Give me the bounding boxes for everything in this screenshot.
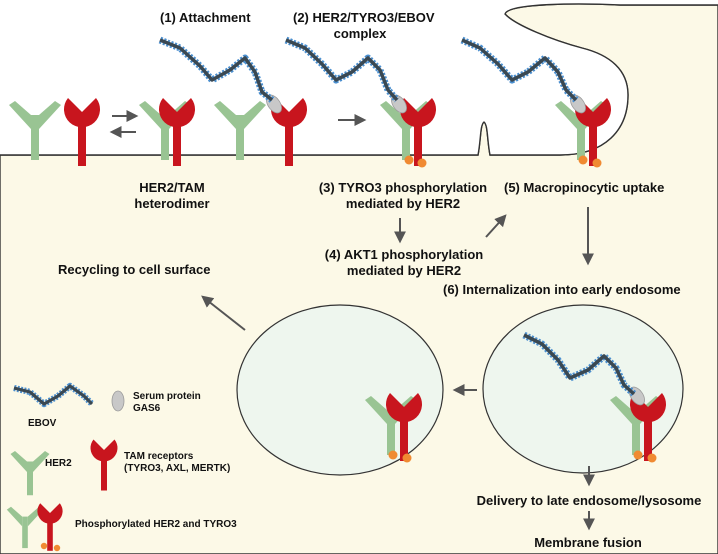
ebov-filament [13, 382, 95, 408]
legend-her2-label: HER2 [45, 458, 72, 469]
legend-gas6-line2: GAS6 [133, 403, 161, 414]
ebov-filaments [158, 36, 637, 397]
legend-gas6-label: Serum protein GAS6 [133, 391, 201, 415]
ebov-filament [284, 36, 400, 103]
membrane-fusion-label: Membrane fusion [534, 535, 642, 550]
legend-ebov-label: EBOV [28, 418, 57, 429]
step-akt1-phosphorylation: (4) AKT1 phosphorylation mediated by HER… [318, 247, 490, 279]
step-attachment: (1) Attachment [160, 10, 251, 25]
legend-phospho-label: Phosphorylated HER2 and TYRO3 [75, 519, 237, 530]
legend-ebov-icon [13, 382, 95, 408]
flow-arrows [109, 110, 595, 531]
legend-tam-line1: TAM receptors [124, 451, 194, 462]
legend-gas6-line1: Serum protein [133, 391, 201, 402]
step-macropinocytic-uptake: (5) Macropinocytic uptake [504, 180, 665, 195]
heterodimer-line1: HER2/TAM [139, 180, 205, 195]
step-tyro3-phosphorylation: (3) TYRO3 phosphorylation mediated by HE… [313, 180, 493, 212]
step-tyro3-line2: mediated by HER2 [345, 196, 461, 211]
recycling-label: Recycling to cell surface [58, 262, 211, 277]
endosome-right [482, 304, 684, 474]
late-endosome-label: Delivery to late endosome/lysosome [476, 493, 702, 508]
step-tyro3-line1: (3) TYRO3 phosphorylation [318, 180, 488, 195]
legend-tam-line2: (TYRO3, AXL, MERTK) [124, 463, 231, 474]
heterodimer-label: HER2/TAM heterodimer [125, 180, 219, 212]
step-complex-line1: (2) HER2/TYRO3/EBOV [293, 10, 435, 25]
endosome-left [236, 304, 444, 476]
ebov-filament [460, 36, 579, 103]
step-complex: (2) HER2/TYRO3/EBOV complex [293, 10, 435, 42]
heterodimer-line2: heterodimer [134, 196, 210, 211]
step-complex-line2: complex [333, 26, 387, 41]
ebov-filament [158, 36, 275, 103]
legend-gas6-icon [111, 390, 125, 412]
legend-tam-label: TAM receptors (TYRO3, AXL, MERTK) [124, 451, 230, 475]
step-akt1-line1: (4) AKT1 phosphorylation [324, 247, 484, 262]
ebov-filament [522, 331, 637, 397]
step-internalization: (6) Internalization into early endosome [443, 282, 681, 297]
step-akt1-line2: mediated by HER2 [346, 263, 462, 278]
